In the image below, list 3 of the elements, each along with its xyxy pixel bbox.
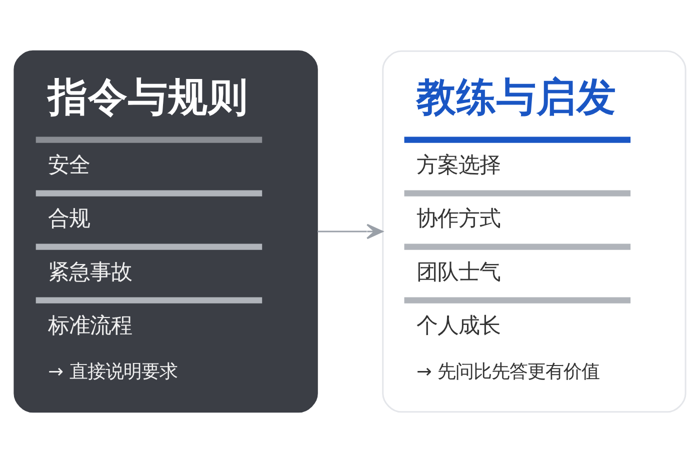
arrow — [318, 224, 384, 240]
node-box: 指令与规则 安全 合规 紧急事故 标准流程 → 直接说明要求 — [14, 50, 318, 413]
node-box: 教练与启发 方案选择 协作方式 团队士气 个人成长 → 先问比先答更有价值 — [382, 50, 686, 413]
